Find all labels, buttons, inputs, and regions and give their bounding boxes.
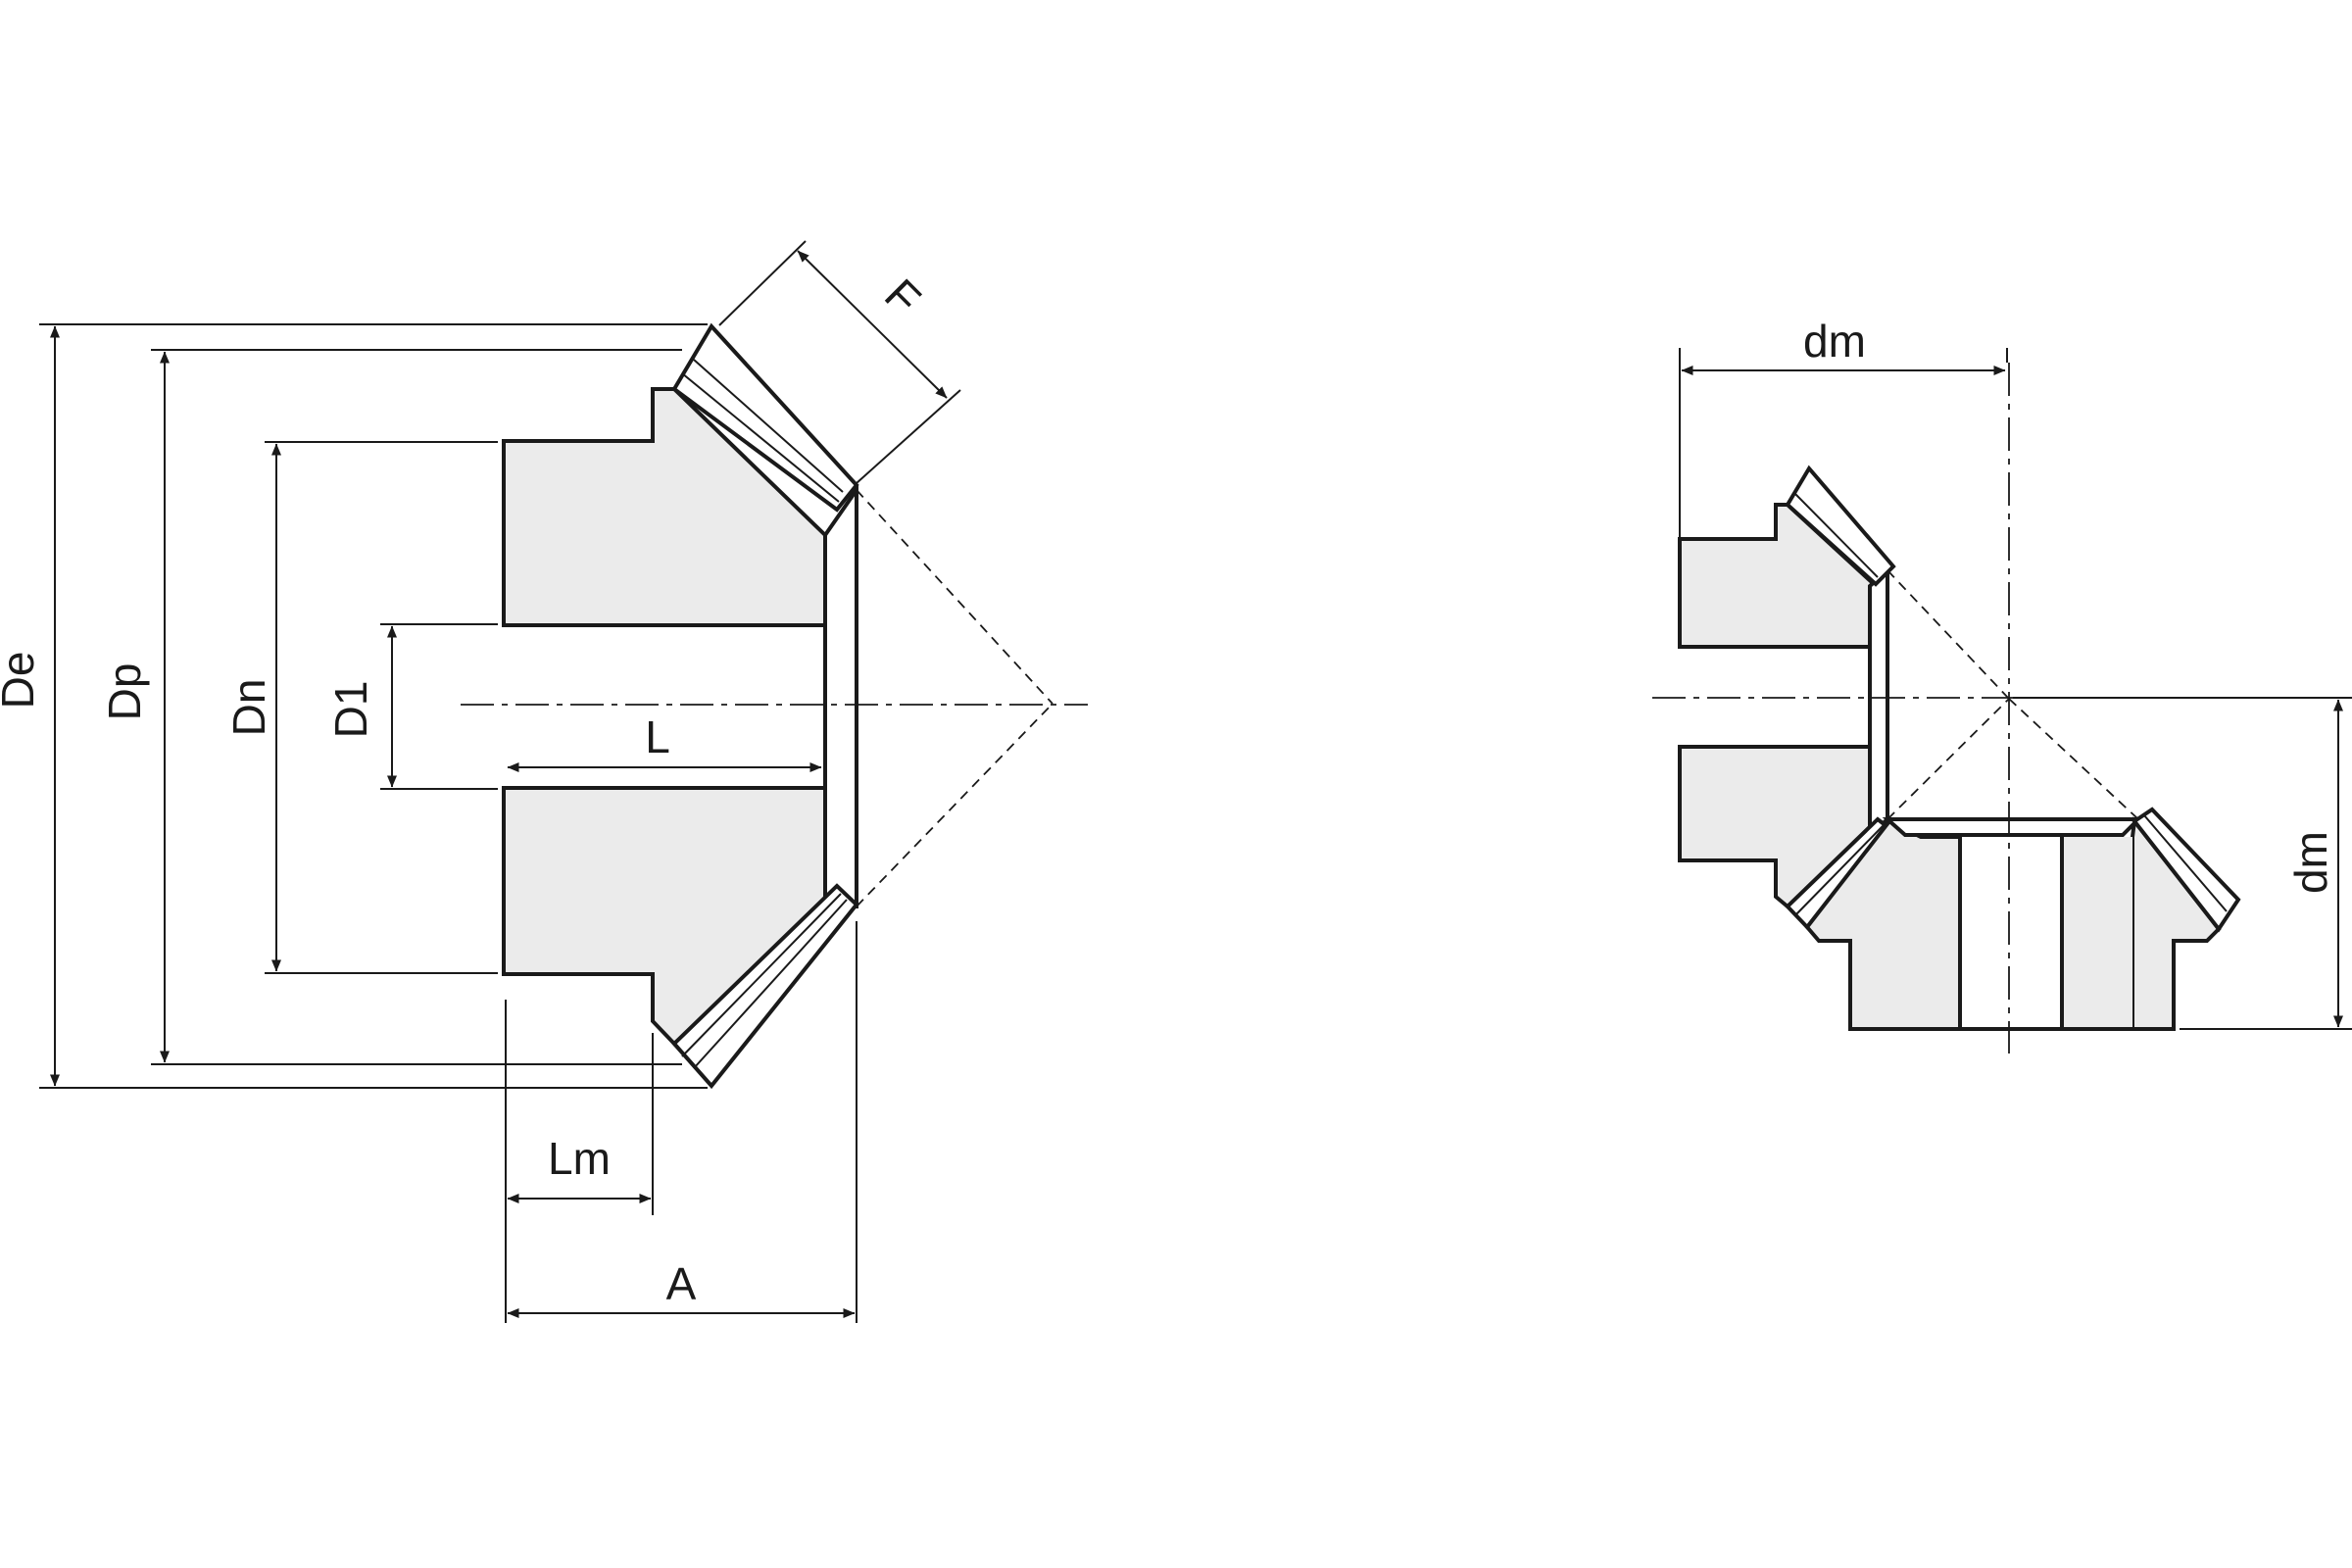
pinion-front-face xyxy=(1868,565,1889,840)
pinion-tooth-upper xyxy=(1785,465,1896,587)
gear-bore xyxy=(1960,837,2062,1029)
label-Lm: Lm xyxy=(548,1133,611,1184)
label-L: L xyxy=(645,711,670,762)
label-A: A xyxy=(666,1258,697,1309)
label-Dn: Dn xyxy=(223,679,274,737)
label-Dp: Dp xyxy=(99,663,150,721)
dim-line-F xyxy=(797,250,948,399)
tooth-top-lower xyxy=(671,883,859,1090)
label-D1: D1 xyxy=(325,681,376,739)
gear-tooth-right xyxy=(2132,807,2241,933)
gear-front-face xyxy=(823,483,858,908)
label-dm-horizontal: dm xyxy=(1803,316,1866,367)
gear-section-view: De Dp Dn D1 L F Lm A xyxy=(0,240,1088,1323)
pinion-bore xyxy=(1680,647,1874,747)
gear-pair-mesh-view: dm dm xyxy=(1652,316,2352,1054)
gear-hub-right xyxy=(2062,837,2132,1029)
label-F: F xyxy=(875,269,931,324)
label-dm-vertical: dm xyxy=(2285,831,2336,894)
label-De: De xyxy=(0,652,43,710)
gear-front-face xyxy=(1882,817,2143,837)
gear-bore xyxy=(504,625,825,788)
